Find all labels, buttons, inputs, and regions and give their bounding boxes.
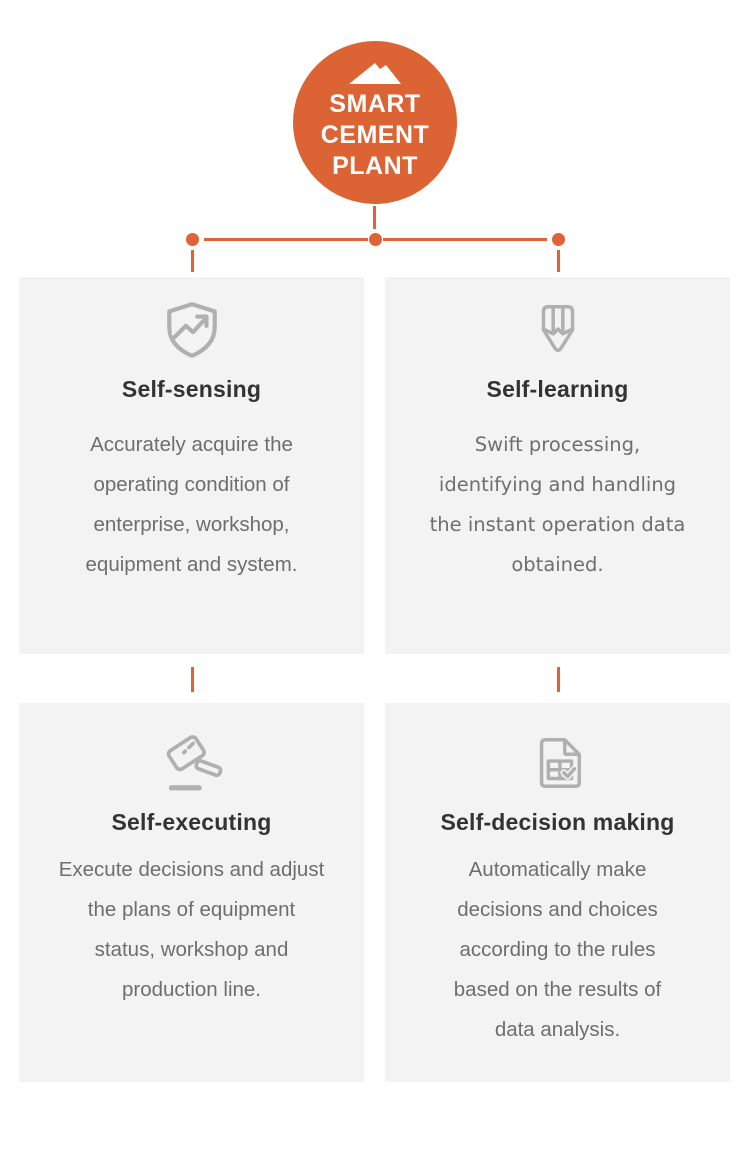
card-body: Automatically make decisions and choices… [453, 858, 662, 1041]
card-body: Execute decisions and adjust the plans o… [58, 858, 325, 1001]
card-title: Self-learning [486, 376, 629, 402]
hub-circle: SMART CEMENT PLANT [293, 41, 457, 204]
connector-mid-left [190, 667, 194, 692]
hub-label: SMART CEMENT PLANT [320, 90, 430, 180]
pencil-badge-icon [529, 300, 587, 360]
card-self-sensing: Self-sensing Accurately acquire the oper… [19, 277, 364, 654]
card-body: Swift processing, identifying and handli… [429, 433, 686, 576]
connector-dot-right [551, 233, 565, 246]
connector-mid-right [556, 667, 560, 692]
card-title: Self-executing [111, 809, 272, 835]
card-body: Accurately acquire the operating conditi… [85, 433, 298, 576]
connector-drop-right [556, 250, 560, 272]
connector-dot-center [368, 233, 382, 246]
connector-dot-left [185, 233, 199, 246]
mountain-icon [349, 63, 401, 84]
connector-horizontal-right [383, 238, 547, 241]
gavel-icon [160, 733, 224, 793]
connector-horizontal-left [204, 238, 368, 241]
card-self-decision-making: Self-decision making Automatically make … [385, 703, 730, 1082]
card-self-learning: Self-learning Swift processing, identify… [385, 277, 730, 654]
connector-stem [373, 206, 376, 229]
card-self-executing: Self-executing Execute decisions and adj… [19, 703, 364, 1082]
card-title: Self-decision making [440, 809, 675, 835]
card-title: Self-sensing [121, 376, 262, 402]
shield-trend-arrow-icon [161, 300, 223, 360]
document-table-check-icon [529, 733, 587, 793]
connector-drop-left [190, 250, 194, 272]
